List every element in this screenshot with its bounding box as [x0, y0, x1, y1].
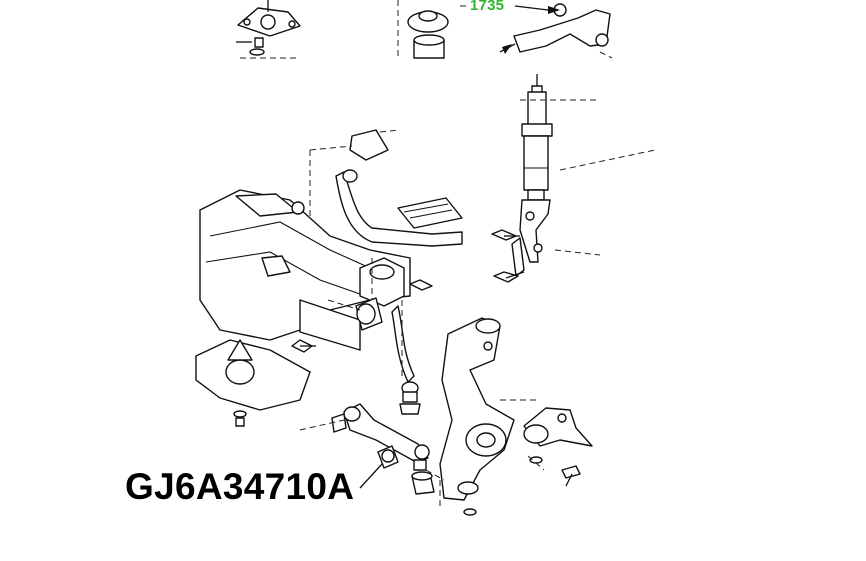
- assembly-guide-lines: [299, 258, 445, 510]
- lower-ball-joint-bracket: [523, 407, 593, 487]
- stabilizer-bar: [309, 129, 463, 250]
- steering-knuckle: [439, 317, 540, 516]
- lower-control-arm: [331, 403, 430, 471]
- ball-joint-boot: [411, 471, 435, 495]
- subframe-bolts: [233, 201, 433, 427]
- tension-rod: [355, 297, 421, 415]
- front-subframe: [195, 189, 411, 411]
- main-callout-leader-line: [359, 463, 383, 489]
- shock-mount-bolts: [491, 229, 525, 283]
- shock-absorber: [511, 74, 656, 277]
- main-part-number-label: GJ6A34710A: [125, 466, 355, 507]
- top-part-number-label: 1735: [470, 0, 505, 14]
- top-spring-seat: [397, 0, 449, 59]
- upper-control-arm: [460, 3, 613, 59]
- control-arm-bushing: [377, 445, 399, 469]
- top-left-mount-bracket: [236, 0, 301, 59]
